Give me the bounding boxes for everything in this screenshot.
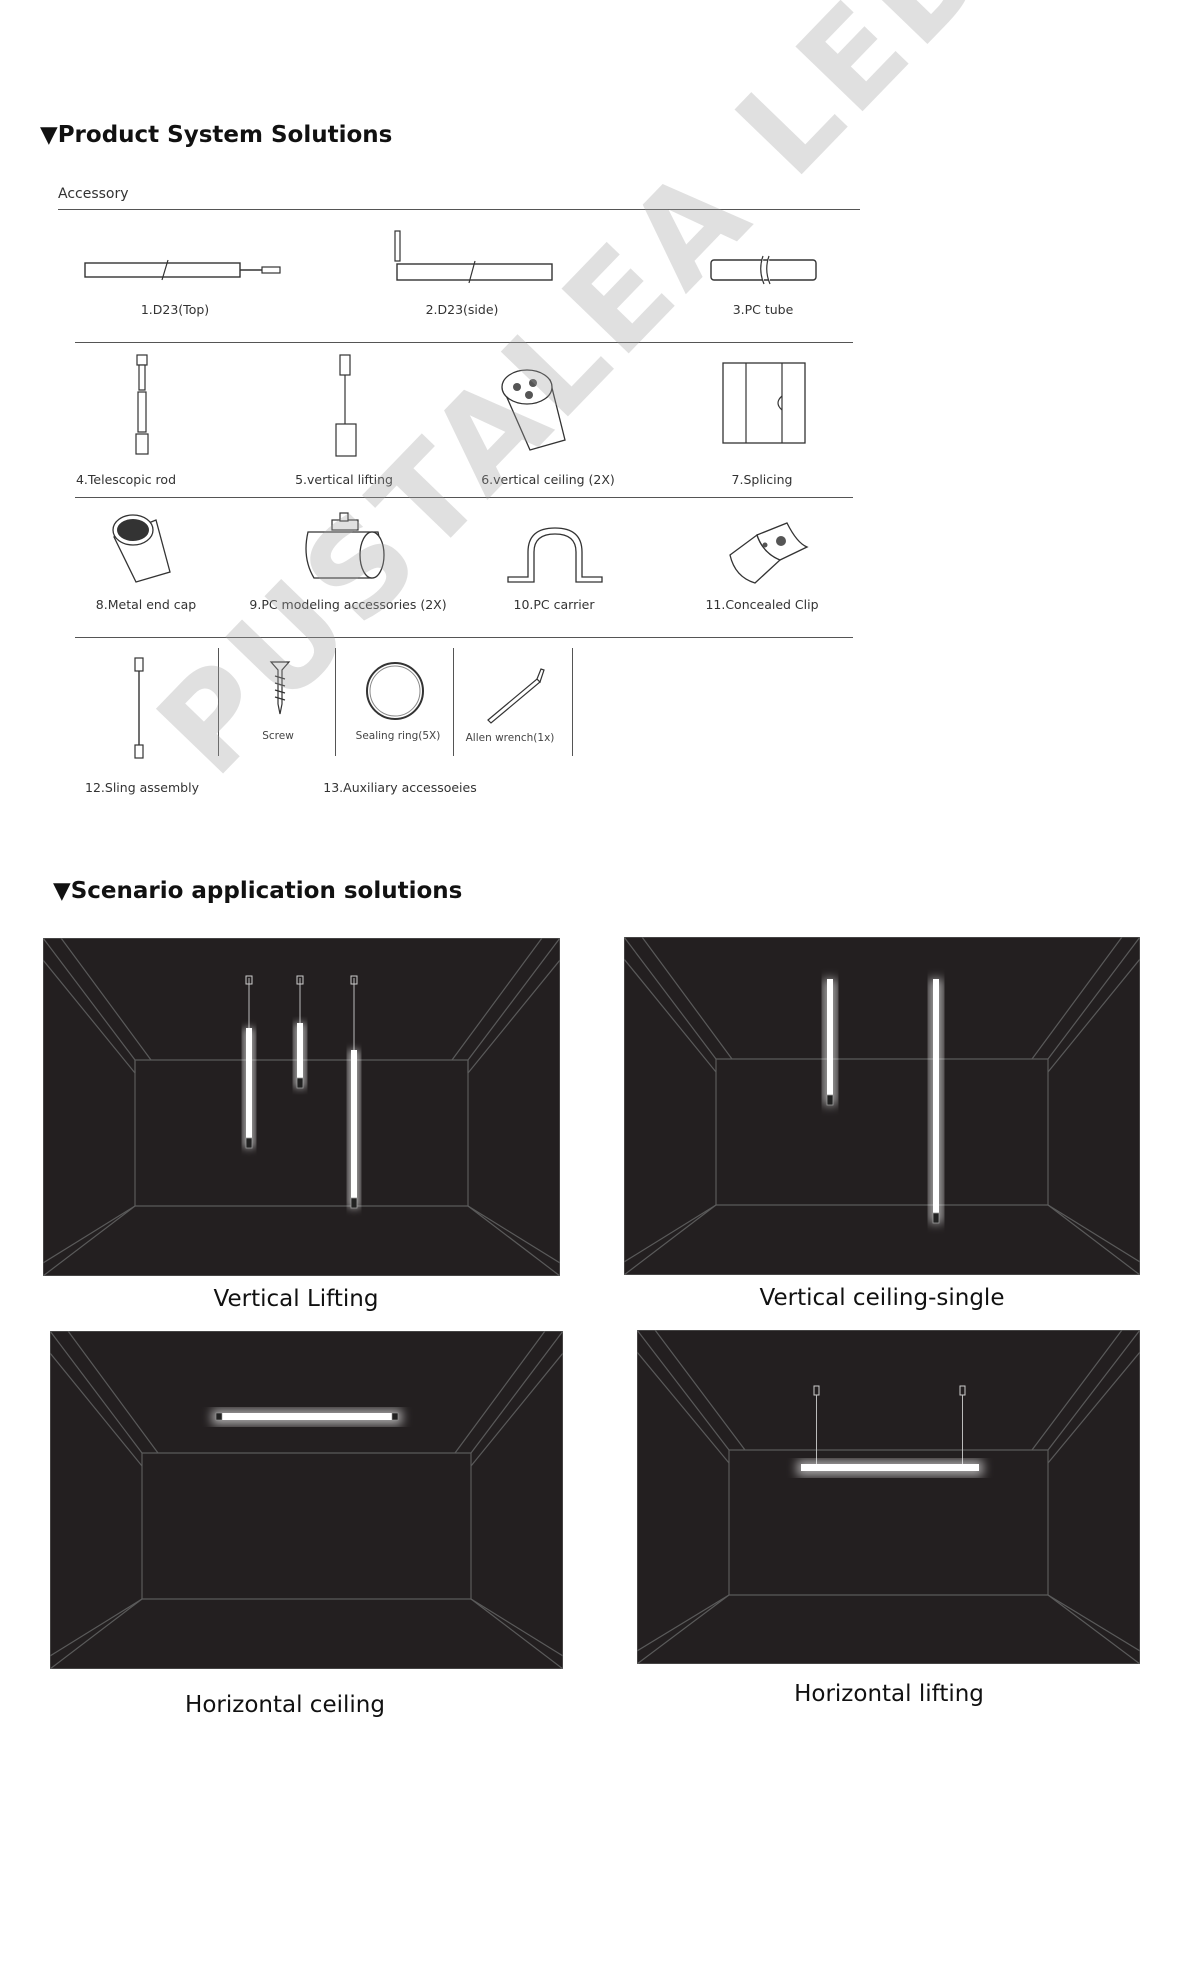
- pc-carrier-drawing: [507, 527, 603, 583]
- allen-wrench-label: Allen wrench(1x): [465, 732, 555, 744]
- acc-item-6: 6.vertical ceiling (2X): [481, 472, 615, 487]
- scene-label-vertical-ceiling-single: Vertical ceiling-single: [759, 1285, 1005, 1311]
- splicing-drawing: [722, 362, 806, 444]
- scene-label-vertical-lifting: Vertical Lifting: [213, 1286, 379, 1312]
- scene-label-horizontal-ceiling: Horizontal ceiling: [185, 1692, 385, 1718]
- acc-item-7: 7.Splicing: [731, 472, 793, 487]
- product-system-title: ▼Product System Solutions: [40, 122, 393, 148]
- pc-modeling-drawing: [305, 512, 385, 579]
- aux-separator-1: [218, 648, 219, 756]
- row-divider-2: [75, 497, 853, 498]
- scene-label-horizontal-lifting: Horizontal lifting: [794, 1681, 984, 1707]
- acc-item-12: 12.Sling assembly: [85, 780, 199, 795]
- horizontal-ceiling-luminaire: [212, 1409, 402, 1425]
- acc-item-10: 10.PC carrier: [513, 597, 595, 612]
- vertical-lifting-drawing: [335, 354, 357, 457]
- scenario-title: ▼Scenario application solutions: [53, 878, 463, 904]
- sealing-ring-label: Sealing ring(5X): [355, 730, 441, 742]
- acc-item-13: 13.Auxiliary accessoeies: [323, 780, 477, 795]
- screw-label: Screw: [262, 730, 294, 742]
- d23-top-drawing: [84, 259, 281, 281]
- d23-side-drawing: [394, 230, 553, 284]
- vertical-ceiling-drawing: [501, 369, 566, 451]
- screw-drawing: [269, 661, 291, 715]
- scene-horizontal-lifting: [637, 1330, 1140, 1664]
- horizontal-lifting-luminaire: [797, 1385, 983, 1476]
- scene-horizontal-ceiling: [50, 1331, 563, 1669]
- acc-item-9: 9.PC modeling accessories (2X): [249, 597, 447, 612]
- sealing-ring-drawing: [366, 662, 424, 720]
- pc-tube-drawing: [710, 255, 817, 285]
- acc-item-4: 4.Telescopic rod: [75, 472, 177, 487]
- allen-wrench-drawing: [487, 668, 545, 724]
- concealed-clip-drawing: [729, 522, 809, 584]
- metal-end-cap-drawing: [112, 514, 171, 583]
- acc-item-11: 11.Concealed Clip: [705, 597, 819, 612]
- aux-separator-4: [572, 648, 573, 756]
- acc-item-5: 5.vertical lifting: [295, 472, 393, 487]
- aux-separator-3: [453, 648, 454, 756]
- scene-vertical-ceiling-single: [624, 937, 1140, 1275]
- sling-assembly-drawing: [134, 657, 144, 759]
- row-divider-1: [75, 342, 853, 343]
- acc-item-8: 8.Metal end cap: [95, 597, 197, 612]
- acc-item-2: 2.D23(side): [425, 302, 499, 317]
- acc-item-3: 3.PC tube: [732, 302, 794, 317]
- acc-item-1: 1.D23(Top): [140, 302, 210, 317]
- row-divider-3: [75, 637, 853, 638]
- accessory-header: Accessory: [58, 186, 129, 202]
- aux-separator-2: [335, 648, 336, 756]
- scene-vertical-lifting: [43, 938, 560, 1276]
- accessory-header-rule: [58, 209, 860, 210]
- vertical-ceiling-luminaires: [823, 979, 943, 1224]
- telescopic-rod-drawing: [135, 354, 149, 455]
- vertical-lifting-luminaires: [243, 975, 360, 1209]
